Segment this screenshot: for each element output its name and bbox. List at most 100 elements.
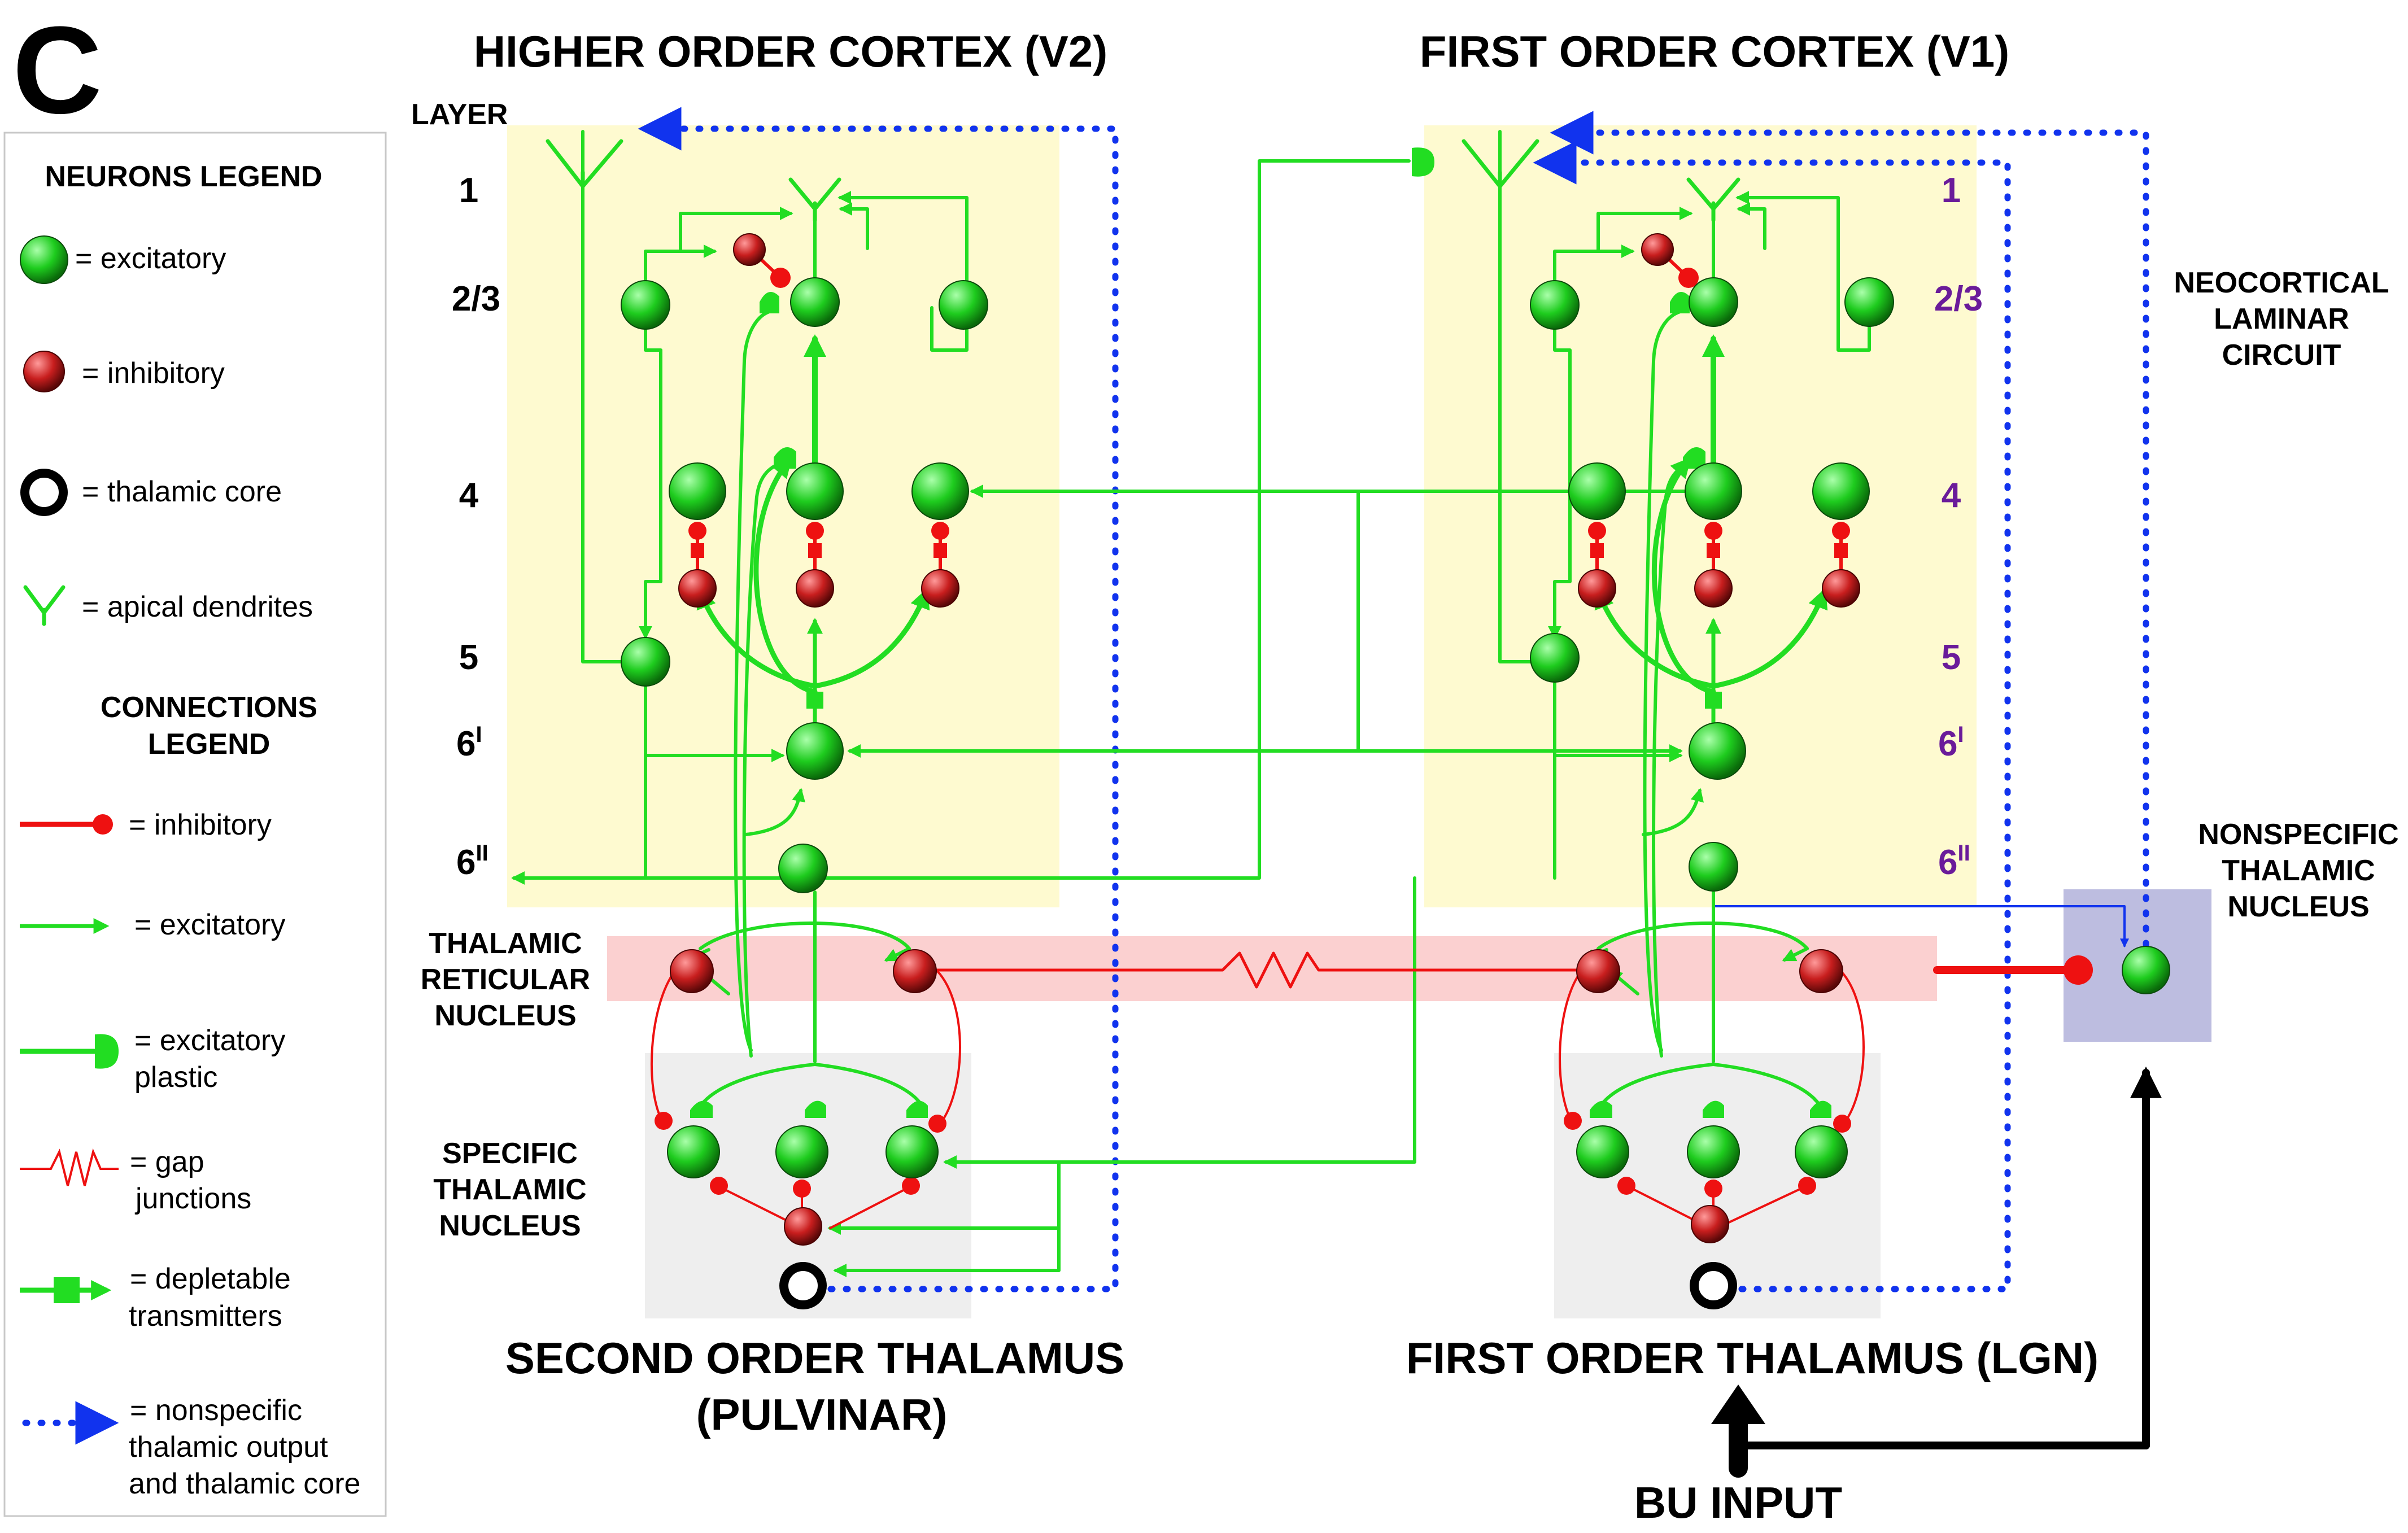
- v2-l5-apical-dendrite: [546, 139, 623, 189]
- svg-text:NEOCORTICAL: NEOCORTICAL: [2174, 267, 2389, 299]
- svg-text:SPECIFIC: SPECIFIC: [442, 1137, 578, 1170]
- connections: [511, 107, 2162, 1478]
- neurons-legend-title: NEURONS LEGEND: [45, 160, 322, 193]
- v1-trn-neuron-right: [1799, 949, 1843, 993]
- pulvinar-core-neuron: [779, 1262, 827, 1309]
- v1-l6ii-excitatory: [1689, 842, 1738, 892]
- lgn-relay-right: [1795, 1125, 1848, 1178]
- v2-l23-excitatory-center: [790, 277, 840, 327]
- v1-l5-apical-dendrite: [1462, 139, 1539, 189]
- v1-l23-excitatory-right: [1844, 277, 1894, 327]
- legend-apical-label: = apical dendrites: [82, 591, 313, 623]
- connections-legend-title-2: LEGEND: [148, 728, 271, 761]
- legend-inhibitory-connection-label: = inhibitory: [129, 809, 272, 841]
- v2-layer-6ii: 6II: [456, 841, 488, 882]
- legend-nonspecific-label-2: thalamic output: [129, 1431, 328, 1464]
- v1-layer-5: 5: [1942, 638, 1961, 677]
- v1-l4-excitatory-right: [1812, 462, 1870, 520]
- v1-l4-inhibitory-left: [1578, 569, 1616, 608]
- pulvinar-relay-right: [885, 1125, 939, 1178]
- lgn-relay-center: [1687, 1125, 1740, 1178]
- inhibitory-neurons: [670, 233, 1860, 1246]
- legend-excitatory-connection-label: = excitatory: [134, 909, 285, 941]
- v1-layer-1: 1: [1942, 171, 1961, 210]
- svg-text:RETICULAR: RETICULAR: [421, 963, 590, 996]
- nonspecific-output-v1: [1550, 111, 2149, 963]
- nonspecific-nucleus-label: NONSPECIFIC THALAMIC NUCLEUS: [2198, 818, 2398, 923]
- v2-l23-inhibitory: [733, 233, 766, 266]
- title-second-thalamus: SECOND ORDER THALAMUS: [505, 1333, 1124, 1383]
- v2-trn-neuron-left: [670, 949, 714, 993]
- v1-l4-excitatory-left: [1568, 462, 1626, 520]
- v1-l5-excitatory: [1530, 633, 1580, 683]
- v1-l6i-excitatory: [1689, 722, 1746, 780]
- v2-l4-inhibitory-left: [678, 569, 717, 608]
- title-first-thalamus: FIRST ORDER THALAMUS (LGN): [1406, 1333, 2099, 1383]
- v1-l23-excitatory-left: [1530, 280, 1580, 330]
- lgn-interneuron: [1691, 1205, 1729, 1243]
- connections-legend-title: CONNECTIONS: [101, 691, 317, 724]
- thalamic-reticular-band: [607, 936, 1937, 1001]
- v2-l23-excitatory-left: [621, 280, 670, 330]
- specific-nucleus-label: SPECIFIC THALAMIC NUCLEUS: [433, 1137, 587, 1242]
- v2-l4-excitatory-left: [669, 462, 726, 520]
- apical-dendrites: [546, 139, 1740, 222]
- v2-l6i-excitatory: [786, 722, 844, 780]
- legend-gap-label-2: junctions: [134, 1182, 251, 1215]
- v1-layer-23: 2/3: [1934, 279, 1983, 318]
- legend-excitatory-neuron: [20, 235, 68, 284]
- svg-text:THALAMIC: THALAMIC: [433, 1173, 587, 1206]
- pulvinar-relay-center: [775, 1125, 828, 1178]
- v1-l4-excitatory-center: [1685, 462, 1742, 520]
- legend-gap-junction: [20, 1148, 119, 1186]
- v1-l23-apical-dendrite: [1686, 177, 1740, 222]
- v1-l23-excitatory-center: [1689, 277, 1738, 327]
- panel-letter: C: [12, 1, 102, 139]
- legend-nonspecific-label-3: and thalamic core: [129, 1468, 360, 1500]
- v2-layer-6i: 6I: [456, 722, 482, 763]
- v1-layer-6i: 6I: [1938, 722, 1964, 763]
- v2-l4-inhibitory-center: [796, 569, 834, 608]
- legend-inhibitory-label: = inhibitory: [82, 357, 225, 390]
- legend-excitatory-label: = excitatory: [75, 242, 226, 275]
- v2-cortex-region: [507, 125, 1059, 907]
- pulvinar-interneuron: [784, 1207, 822, 1246]
- svg-text:THALAMIC: THALAMIC: [2222, 854, 2375, 887]
- v1-l23-inhibitory: [1641, 233, 1674, 266]
- v1-l4-inhibitory-center: [1694, 569, 1733, 608]
- legend-inhibitory-neuron: [23, 351, 65, 392]
- trn-label: THALAMIC RETICULAR NUCLEUS: [421, 927, 590, 1032]
- pulvinar-relay-left: [667, 1125, 720, 1178]
- svg-text:NUCLEUS: NUCLEUS: [2227, 890, 2369, 923]
- legend-depletable-label: = depletable: [130, 1263, 291, 1295]
- v2-layer-4: 4: [459, 476, 479, 515]
- v2-l5-excitatory: [621, 637, 670, 687]
- svg-text:NONSPECIFIC: NONSPECIFIC: [2198, 818, 2398, 851]
- neurons: [621, 277, 2170, 1178]
- legend-plastic-label: = excitatory: [134, 1024, 285, 1057]
- legend-depletable-label-2: transmitters: [129, 1300, 282, 1333]
- svg-text:CIRCUIT: CIRCUIT: [2222, 339, 2341, 372]
- v2-trn-neuron-right: [893, 949, 937, 993]
- svg-text:THALAMIC: THALAMIC: [429, 927, 582, 960]
- legend-thalamic-core-label: = thalamic core: [82, 475, 282, 508]
- neurons-legend: NEURONS LEGEND = excitatory = inhibitory…: [20, 160, 322, 626]
- connections-legend: CONNECTIONS LEGEND = inhibitory = excita…: [20, 691, 360, 1500]
- legend-nonspecific-label: = nonspecific: [130, 1394, 302, 1427]
- nonspecific-nucleus-neuron: [2122, 946, 2170, 994]
- v2-l4-inhibitory-right: [921, 569, 959, 608]
- plastic-synapses: [690, 147, 1831, 1118]
- lgn-core-neuron: [1690, 1262, 1737, 1309]
- legend-gap-label: = gap: [130, 1146, 204, 1178]
- svg-text:LAMINAR: LAMINAR: [2214, 303, 2349, 335]
- v2-l23-apical-dendrite: [788, 177, 841, 222]
- neocortical-circuit-label: NEOCORTICAL LAMINAR CIRCUIT: [2174, 267, 2389, 372]
- v2-layer-1: 1: [459, 171, 478, 210]
- v1-l4-inhibitory-right: [1822, 569, 1860, 608]
- layer-header: LAYER: [411, 98, 508, 131]
- title-second-thalamus-sub: (PULVINAR): [696, 1390, 948, 1439]
- v2-l4-excitatory-center: [786, 462, 844, 520]
- v2-l4-excitatory-right: [911, 462, 969, 520]
- title-bu-input: BU INPUT: [1634, 1478, 1842, 1527]
